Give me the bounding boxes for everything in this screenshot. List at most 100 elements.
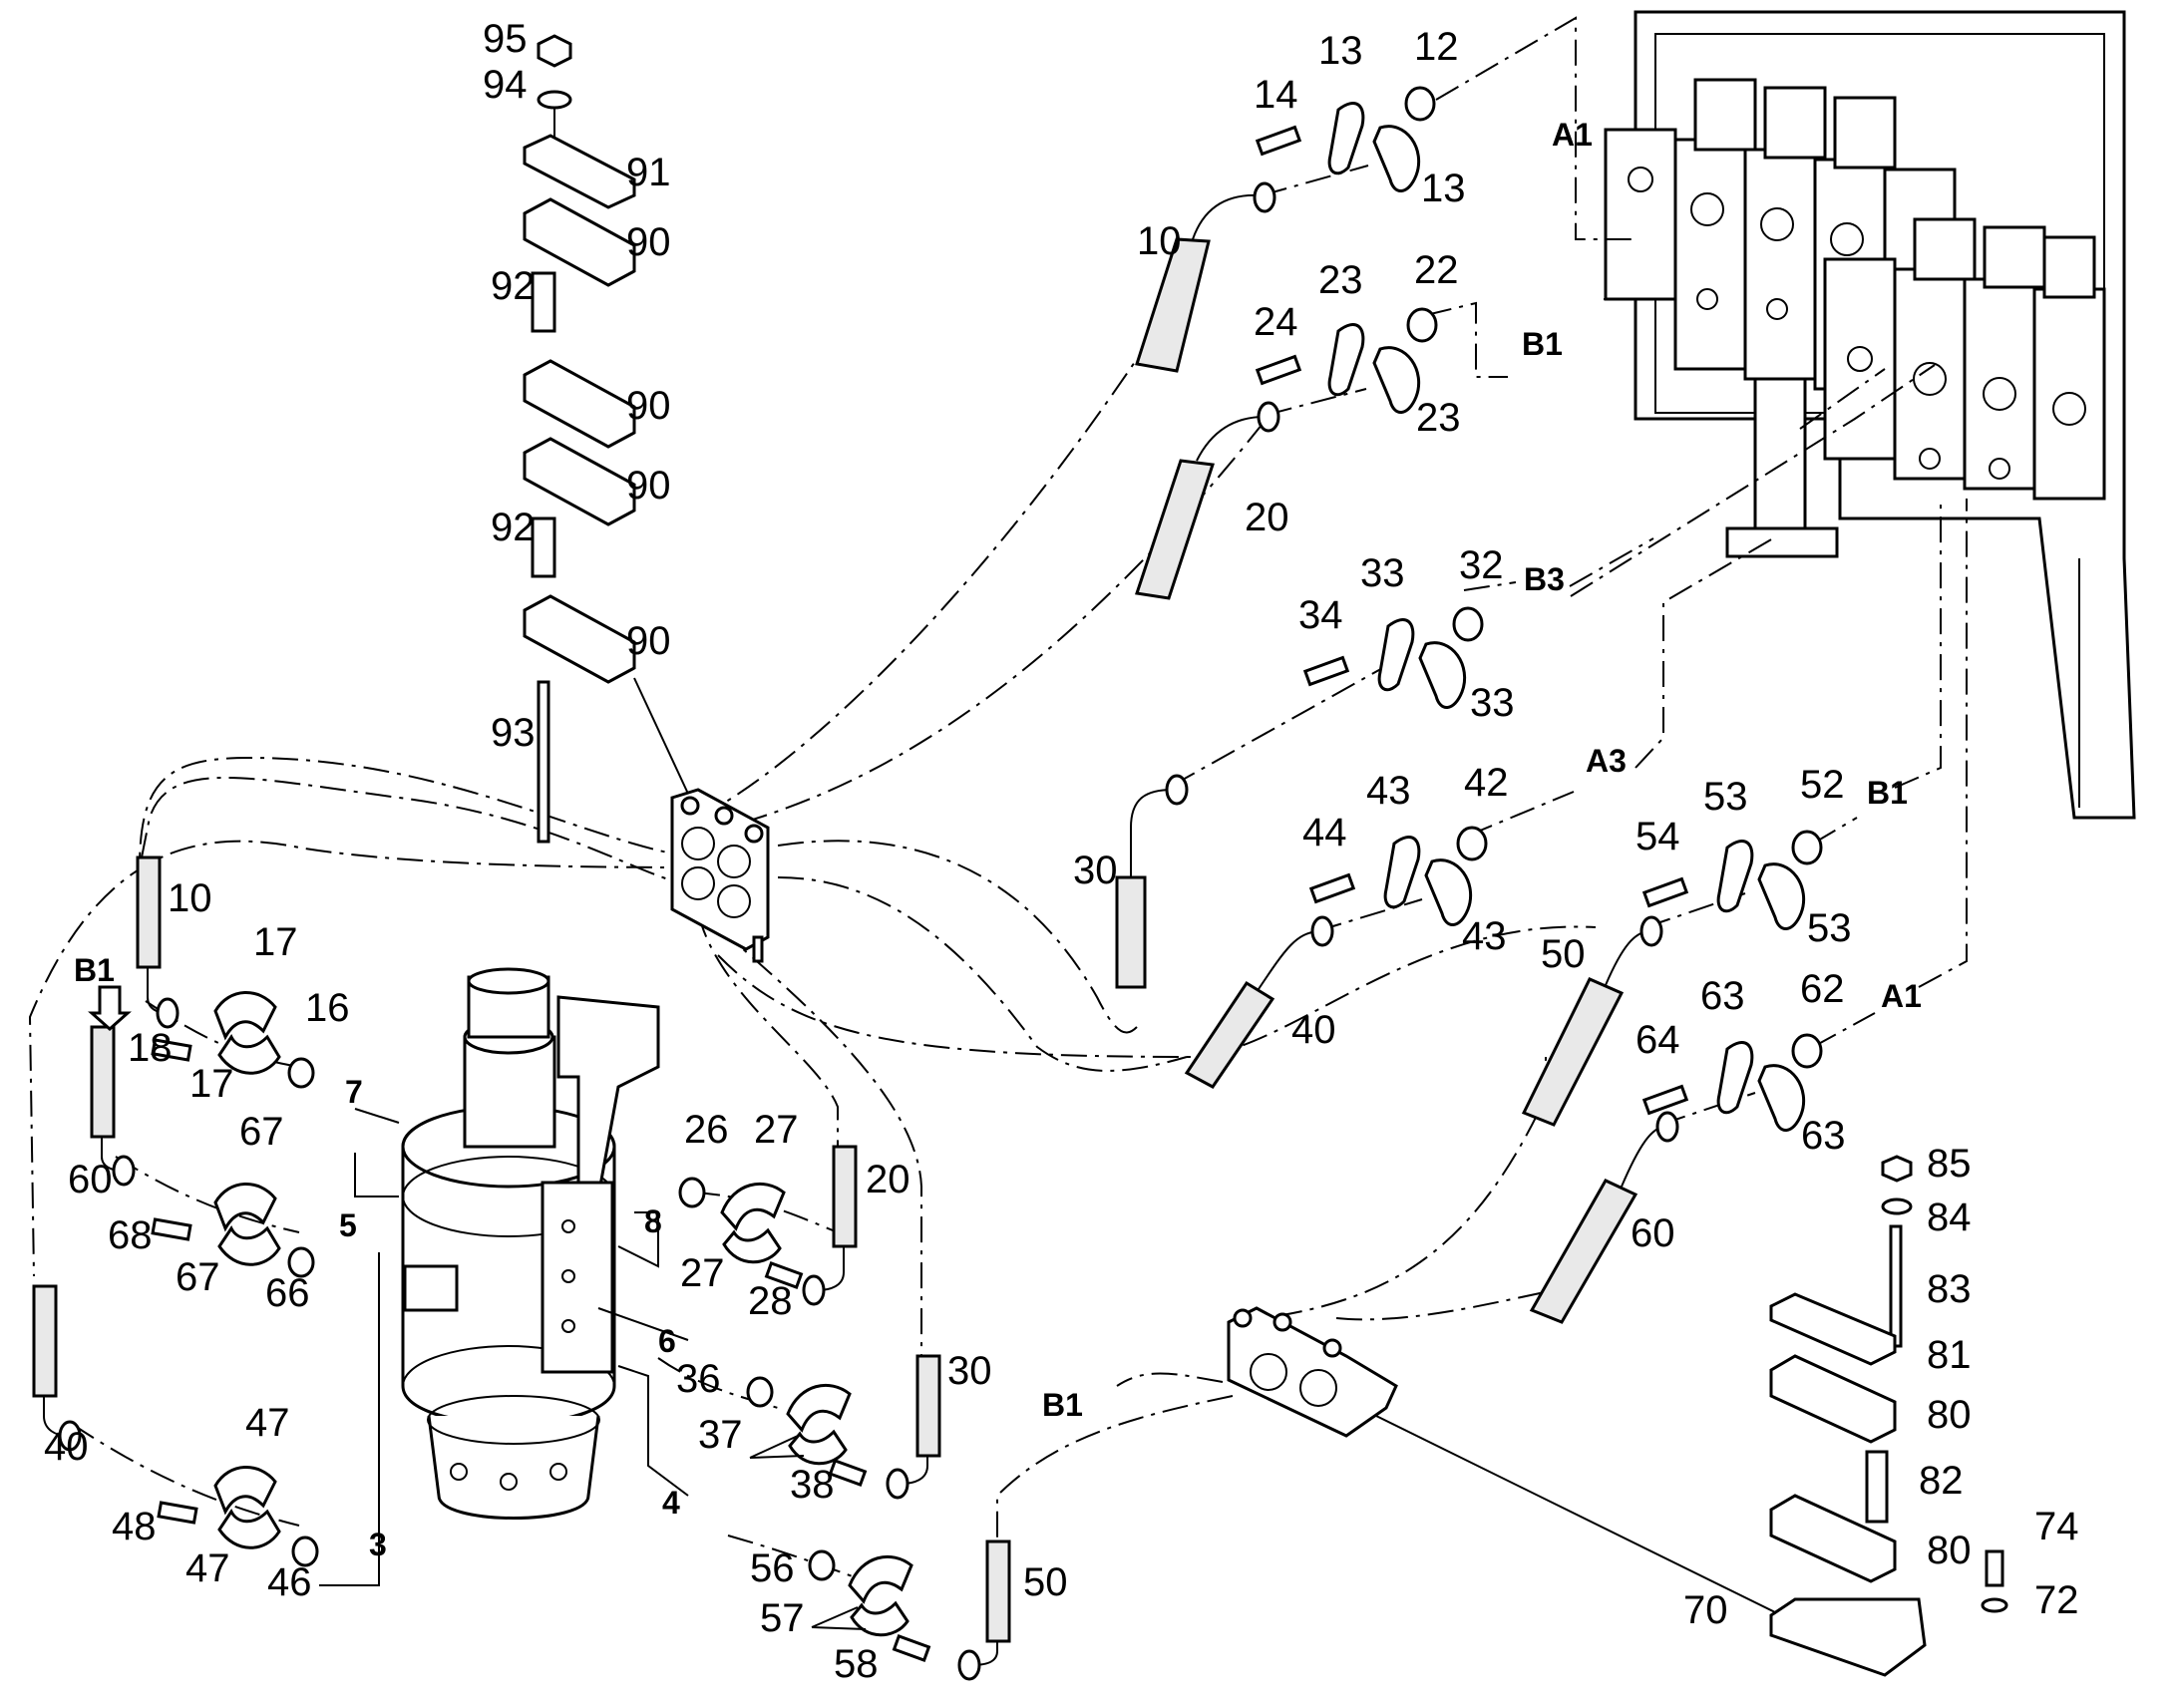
zone-label-B1-left: B1 [74, 952, 115, 988]
part-label-83: 83 [1927, 1267, 1972, 1311]
zone-label-A1-top: A1 [1552, 117, 1593, 153]
part-label-47a: 47 [245, 1401, 290, 1445]
part-label-43b: 43 [1462, 914, 1507, 958]
part-label-60b: 60 [68, 1158, 113, 1201]
part-label-13a: 13 [1318, 29, 1363, 73]
zone-label-4: 4 [662, 1485, 680, 1521]
part-label-62: 62 [1800, 967, 1845, 1011]
part-label-37: 37 [698, 1413, 743, 1457]
part-label-36: 36 [676, 1357, 721, 1401]
part-label-33b: 33 [1470, 681, 1515, 725]
part-label-12: 12 [1414, 25, 1459, 69]
part-label-34: 34 [1298, 593, 1343, 637]
part-label-24: 24 [1254, 300, 1298, 344]
lower-clamp-assembly [1227, 1155, 2008, 1677]
washer-94 [537, 90, 572, 110]
part-label-48: 48 [112, 1505, 157, 1548]
flange-groups-center [678, 1177, 931, 1662]
clamp-90-a [523, 197, 636, 287]
part-label-90c: 90 [626, 464, 671, 508]
part-label-90a: 90 [626, 220, 671, 264]
part-label-30b: 30 [947, 1349, 992, 1393]
part-label-17a: 17 [253, 920, 298, 964]
part-label-10a: 10 [1137, 219, 1182, 263]
part-label-18: 18 [128, 1026, 173, 1070]
part-label-40b: 40 [44, 1425, 89, 1469]
part-label-40a: 40 [1291, 1008, 1336, 1052]
part-label-13b: 13 [1421, 167, 1466, 210]
part-label-91: 91 [626, 151, 671, 194]
part-label-85: 85 [1927, 1142, 1972, 1186]
part-label-66: 66 [265, 1271, 310, 1315]
flange-groups-right [1255, 86, 1823, 1132]
swivel-body [319, 967, 689, 1586]
clamp-stack [523, 34, 689, 844]
nut-95 [537, 34, 572, 68]
part-label-60a: 60 [1631, 1211, 1675, 1255]
part-label-50b: 50 [1023, 1560, 1068, 1604]
part-label-63b: 63 [1801, 1114, 1846, 1158]
part-label-27b: 27 [680, 1251, 725, 1295]
part-label-52: 52 [1800, 763, 1845, 807]
part-label-68: 68 [108, 1213, 153, 1257]
zone-label-B1-top: B1 [1522, 326, 1563, 362]
part-label-67b: 67 [176, 1255, 220, 1299]
zone-label-7: 7 [345, 1074, 363, 1110]
part-label-92a: 92 [491, 264, 536, 308]
part-label-93: 93 [491, 711, 536, 755]
zone-label-B1-bottom: B1 [1042, 1387, 1083, 1423]
valve-sections-right [1823, 217, 2106, 501]
zone-label-5: 5 [339, 1207, 357, 1243]
part-label-22: 22 [1414, 248, 1459, 292]
zone-label-3: 3 [369, 1527, 387, 1562]
part-label-26: 26 [684, 1108, 729, 1152]
part-label-23b: 23 [1416, 396, 1461, 440]
part-label-58: 58 [834, 1642, 879, 1686]
part-label-30a: 30 [1073, 849, 1118, 892]
spacer-92-b [531, 516, 556, 578]
part-label-28: 28 [748, 1279, 793, 1323]
part-label-74: 74 [2034, 1505, 2079, 1548]
part-label-20a: 20 [1245, 496, 1289, 539]
part-label-92b: 92 [491, 506, 536, 549]
part-label-95: 95 [483, 17, 528, 61]
part-label-16: 16 [305, 986, 350, 1030]
flange-groups-left [151, 991, 319, 1567]
part-label-54: 54 [1635, 815, 1680, 858]
part-label-50a: 50 [1541, 932, 1586, 976]
part-label-47b: 47 [185, 1546, 230, 1590]
part-label-81: 81 [1927, 1333, 1972, 1377]
part-label-90b: 90 [626, 384, 671, 428]
plate-91 [523, 134, 636, 209]
spacer-92-a [531, 271, 556, 333]
center-clamp-block [670, 788, 770, 963]
part-label-70: 70 [1683, 1588, 1728, 1632]
part-label-44: 44 [1302, 811, 1347, 854]
part-label-90d: 90 [626, 619, 671, 663]
zone-label-B1-mid: B1 [1867, 775, 1908, 811]
part-label-17b: 17 [189, 1062, 234, 1106]
center-bottom-hoses [802, 1145, 1011, 1681]
part-label-80b: 80 [1927, 1529, 1972, 1572]
zone-label-A3: A3 [1586, 743, 1627, 779]
clamp-90-b [523, 359, 636, 449]
part-label-94: 94 [483, 63, 528, 107]
part-label-38: 38 [790, 1463, 835, 1507]
zone-label-8: 8 [644, 1203, 662, 1239]
part-label-20b: 20 [866, 1158, 910, 1201]
part-label-46: 46 [267, 1560, 312, 1604]
part-label-32: 32 [1459, 543, 1504, 587]
part-label-64: 64 [1635, 1018, 1680, 1062]
zone-label-A1-mid: A1 [1881, 978, 1922, 1014]
part-label-82: 82 [1919, 1459, 1964, 1503]
zone-label-6: 6 [658, 1323, 676, 1359]
left-hoses [32, 855, 180, 1452]
part-label-27a: 27 [754, 1108, 799, 1152]
zone-label-B3: B3 [1524, 561, 1565, 597]
part-label-72: 72 [2034, 1578, 2079, 1622]
part-label-67a: 67 [239, 1110, 284, 1154]
part-label-23a: 23 [1318, 258, 1363, 302]
